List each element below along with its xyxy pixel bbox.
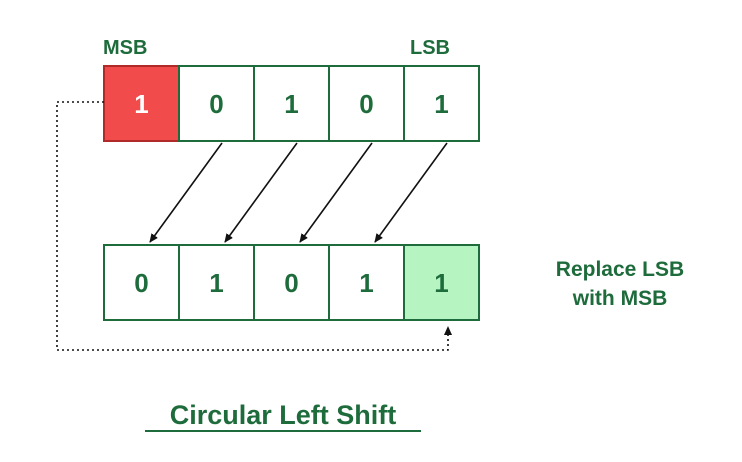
top-bit-3: 0 [359, 89, 373, 119]
top-cell-lsb [403, 65, 480, 142]
replace-note-line2: with MSB [572, 287, 668, 310]
bottom-cell [178, 244, 255, 321]
bottom-cell [253, 244, 330, 321]
bottom-bit-3: 1 [359, 268, 373, 298]
bottom-bit-2: 0 [284, 268, 298, 298]
top-bit-4: 1 [434, 89, 448, 119]
shift-arrow-4 [374, 142, 448, 243]
msb-label: MSB [103, 37, 147, 59]
top-cell [178, 65, 255, 142]
lsb-label: LSB [410, 37, 450, 59]
top-bit-1: 0 [209, 89, 223, 119]
bottom-cell-lsb-replaced [403, 244, 480, 321]
shift-arrows [149, 142, 448, 243]
replace-note-line1: Replace LSB [556, 258, 684, 281]
diagram-title: Circular Left Shift [170, 400, 397, 430]
bottom-register: 0 1 0 1 1 [103, 244, 480, 321]
bottom-cell [328, 244, 405, 321]
shift-arrow-1 [149, 142, 223, 243]
wraparound-arrow [56, 101, 452, 351]
shift-arrow-3 [299, 142, 373, 243]
bottom-bit-0: 0 [134, 268, 148, 298]
bottom-cell [103, 244, 180, 321]
shift-arrow-2 [224, 142, 298, 243]
top-bit-2: 1 [284, 89, 298, 119]
top-cell-msb [103, 65, 180, 142]
top-cell [253, 65, 330, 142]
top-bit-0: 1 [134, 89, 148, 119]
bottom-bit-1: 1 [209, 268, 223, 298]
bottom-bit-4: 1 [434, 268, 448, 298]
top-register: 1 0 1 0 1 [103, 65, 480, 142]
